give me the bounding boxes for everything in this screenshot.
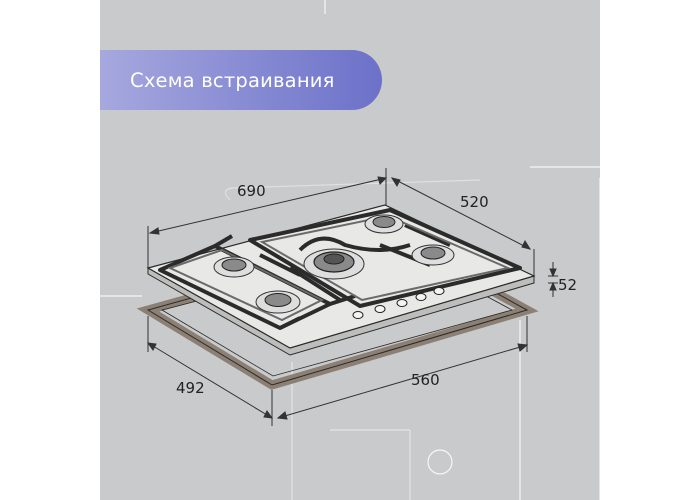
cutout-depth-label: 492 [176,379,205,397]
burner [255,290,301,314]
cutout-width-label: 560 [411,371,440,389]
hob-width-label: 690 [237,182,266,200]
dimension-lines [146,168,558,426]
burner [303,248,365,280]
hob-height-label: 52 [558,276,577,294]
hob-depth-label: 520 [460,193,489,211]
burner [213,256,255,278]
page-title: Схема встраивания [130,68,335,92]
gas-hob-illustration [146,204,536,356]
control-knobs [352,287,445,319]
burner [411,244,455,266]
burner [364,214,404,234]
title-banner: Схема встраивания [100,50,382,110]
